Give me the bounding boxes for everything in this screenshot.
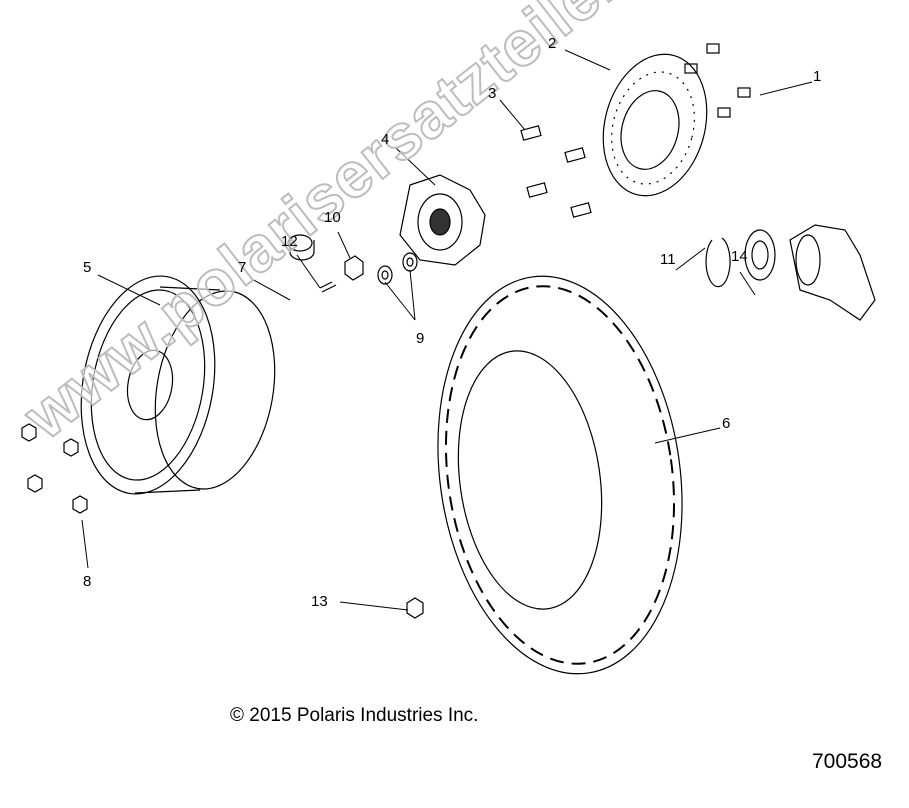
- copyright-notice: © 2015 Polaris Industries Inc.: [230, 705, 479, 726]
- callout-4: 4: [381, 131, 390, 148]
- callout-2: 2: [548, 35, 557, 52]
- callout-12: 12: [281, 233, 298, 250]
- small-parts: [287, 234, 424, 619]
- callout-14: 14: [731, 248, 748, 265]
- hub: [399, 174, 486, 266]
- bearing-assembly: [705, 224, 876, 321]
- figure-number: 700568: [812, 750, 883, 773]
- callout-6: 6: [722, 415, 731, 432]
- callout-7: 7: [238, 259, 247, 276]
- lug-nuts: [21, 423, 88, 514]
- callout-10: 10: [324, 209, 341, 226]
- callout-3: 3: [488, 85, 497, 102]
- callout-9: 9: [416, 330, 425, 347]
- brake-disc: [602, 53, 708, 197]
- callout-5: 5: [83, 259, 92, 276]
- callout-13: 13: [311, 593, 328, 610]
- callout-1: 1: [813, 68, 822, 85]
- callout-8: 8: [83, 573, 92, 590]
- callout-11: 11: [660, 251, 676, 268]
- tire: [437, 275, 683, 675]
- wheel-rim: [80, 275, 276, 495]
- bolts: [520, 43, 751, 218]
